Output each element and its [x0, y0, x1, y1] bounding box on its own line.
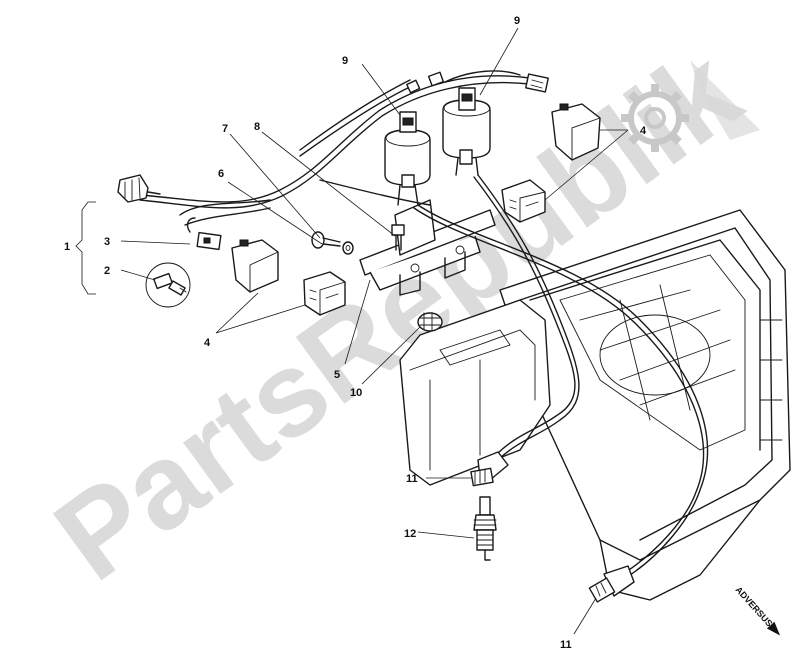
spark-plug-12: [473, 496, 497, 561]
callout-9-right: 9: [514, 15, 520, 27]
direction-label: ADVERSUS: [734, 585, 775, 629]
leader-lines: [120, 27, 629, 635]
ignition-coil-front: [384, 111, 431, 206]
callout-10: 10: [350, 387, 362, 399]
callout-4-left: 4: [204, 337, 211, 349]
washer-7: [342, 241, 354, 255]
callout-2: 2: [104, 265, 110, 277]
mounting-tray: [399, 299, 551, 486]
fuse-connector-3: [186, 217, 222, 251]
spark-plug-cap-lower: [588, 565, 635, 603]
screw-6: [311, 231, 341, 249]
direction-marker: ADVERSUS: [734, 585, 781, 636]
callout-4-right-upper: 4: [640, 125, 647, 137]
callout-3: 3: [104, 236, 110, 248]
cap-cover-right: [551, 103, 601, 161]
callout-12: 12: [404, 528, 416, 540]
ignition-coil-rear: [442, 87, 491, 176]
airbox-housing: [499, 209, 791, 601]
callout-11-lower: 11: [560, 639, 572, 651]
grommet-10: [417, 312, 443, 332]
callout-11-upper: 11: [406, 473, 418, 485]
callouts: 1 2 3 4 4 4 5 6 7 8 9 9 10 11 11 12: [64, 15, 647, 651]
callout-6: 6: [218, 168, 224, 180]
spark-plug-cap-upper: [470, 451, 509, 487]
callout-9-left: 9: [342, 55, 348, 67]
ht-lead-rear: [473, 174, 580, 459]
bolt-8: [391, 224, 405, 251]
callout-5: 5: [334, 369, 340, 381]
callout-1: 1: [64, 241, 70, 253]
coil-mounting-bracket: [359, 199, 496, 296]
group-bracket-1: [75, 201, 96, 295]
arrow-icon: [766, 621, 781, 636]
ht-lead-front: [413, 204, 709, 576]
gear-icon: [621, 84, 689, 152]
callout-7: 7: [222, 123, 228, 135]
callout-8: 8: [254, 121, 260, 133]
left-connector: [117, 174, 161, 203]
cap-cover-left: [231, 239, 279, 293]
fuse-2-detail: [145, 262, 191, 308]
wiring-harness: [139, 70, 549, 226]
